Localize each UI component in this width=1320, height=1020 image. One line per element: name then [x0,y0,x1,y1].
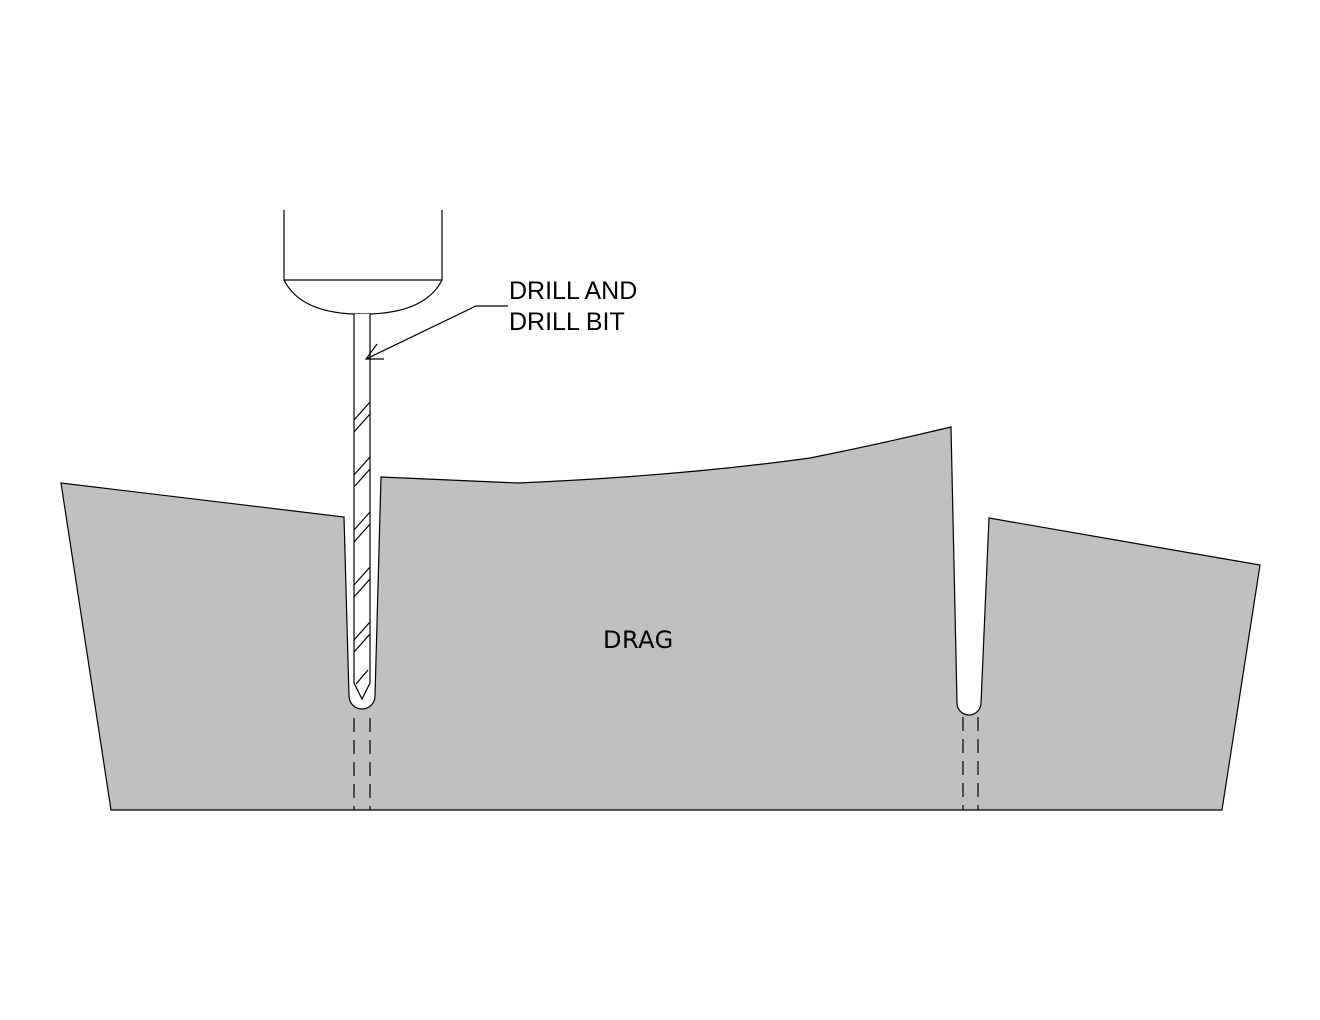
callout-label-line2: DRILL BIT [509,308,625,336]
drill-bit [353,314,371,701]
callout-leader-arrow [364,305,508,360]
drill-chuck [283,210,443,315]
vent-hole-hidden-lines-left [353,718,371,810]
vent-hole-hidden-lines-right [962,717,979,810]
drag-label: DRAG [603,626,674,654]
drill-bit-flutes [353,401,371,685]
callout-label-line1: DRILL AND [509,277,637,305]
drag-mold-body [60,426,1261,811]
